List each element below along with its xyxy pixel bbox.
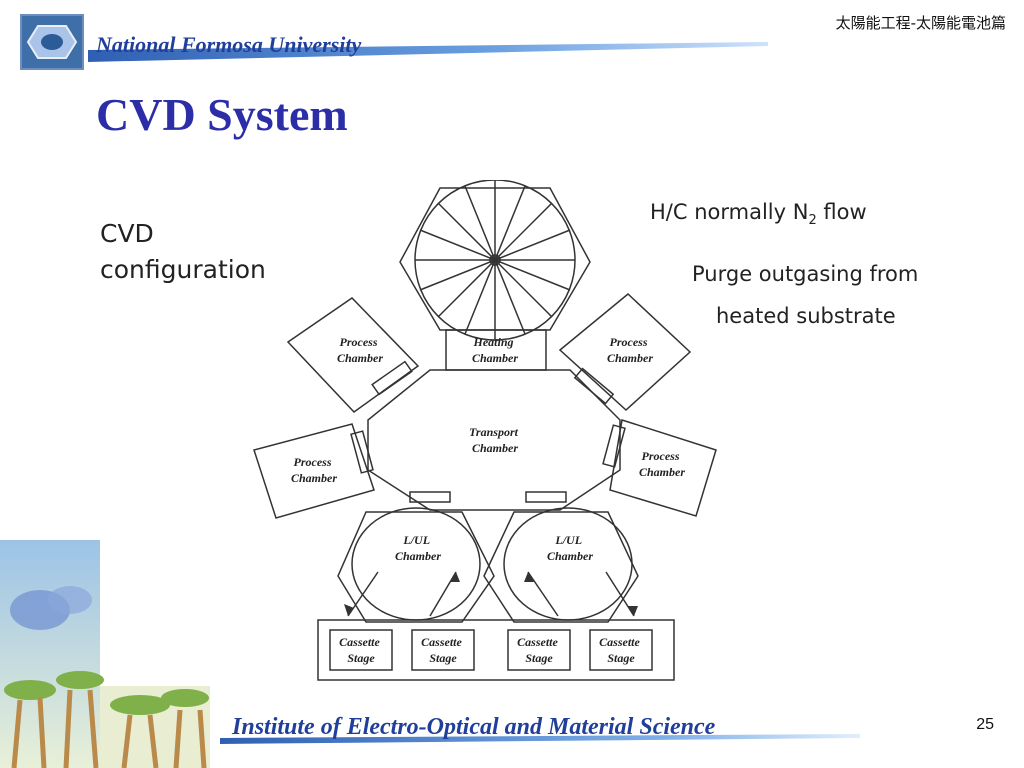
process-chamber-left xyxy=(253,423,375,519)
institute-name: Institute of Electro-Optical and Materia… xyxy=(232,714,716,740)
transport-chamber xyxy=(367,369,621,511)
palm-tree-decoration xyxy=(0,540,210,768)
svg-text:Cassette Stage: Cassette Stage xyxy=(599,635,643,665)
cassette-stage-4-label-1: Cassette xyxy=(599,635,640,649)
svg-text:Transport Chamber: Transport Chamber xyxy=(469,425,521,455)
note-purge-line2: heated substrate xyxy=(716,304,896,328)
svg-text:L/UL Chamber: L/UL Chamber xyxy=(547,533,593,563)
cvd-configuration-label: CVD configuration xyxy=(100,216,266,288)
cvd-configuration-diagram: Heating Chamber Transport Chamber Proces… xyxy=(253,180,717,681)
cassette-stage-1-label-1: Cassette xyxy=(339,635,380,649)
page-number: 25 xyxy=(976,716,994,733)
cassette-stage-3-label-2: Stage xyxy=(525,651,553,665)
process-chamber-tl-label-1: Process xyxy=(340,335,378,349)
lul-chamber-left-label-2: Chamber xyxy=(395,549,441,563)
transport-chamber-label-2: Chamber xyxy=(472,441,518,455)
heating-chamber-label-2: Chamber xyxy=(472,351,518,365)
transport-chamber-label-1: Transport xyxy=(469,425,519,439)
process-chamber-tr-label-2: Chamber xyxy=(607,351,653,365)
lul-chamber-right-label-2: Chamber xyxy=(547,549,593,563)
note-flow: H/C normally N2 flow xyxy=(650,200,867,228)
cvd-label-line2: configuration xyxy=(100,255,266,284)
process-chamber-tl-label-2: Chamber xyxy=(337,351,383,365)
cassette-stage-2-label-1: Cassette xyxy=(421,635,462,649)
lul-chamber-left xyxy=(351,507,481,621)
logo-emblem-icon xyxy=(26,25,78,59)
process-chamber-r-label-2: Chamber xyxy=(639,465,685,479)
process-chamber-top-left xyxy=(286,297,420,413)
cassette-stage-frame xyxy=(317,619,675,681)
note-purge-line1: Purge outgasing from xyxy=(692,262,919,286)
svg-text:Process Chamber: Process Chamber xyxy=(337,335,383,365)
lul-chamber-right xyxy=(503,507,633,621)
process-chamber-r-label-1: Process xyxy=(642,449,680,463)
course-title: 太陽能工程-太陽能電池篇 xyxy=(835,14,1006,32)
process-chamber-l-label-1: Process xyxy=(294,455,332,469)
svg-text:Cassette Stage: Cassette Stage xyxy=(517,635,561,665)
lul-chamber-left-label-1: L/UL xyxy=(402,533,429,547)
cassette-stage-2-label-2: Stage xyxy=(429,651,457,665)
svg-text:Process Chamber: Process Chamber xyxy=(291,455,337,485)
heating-chamber-hexagon xyxy=(399,187,591,331)
slide-title: CVD System xyxy=(96,89,348,140)
note-flow-subscript: 2 xyxy=(808,213,817,229)
note-flow-suffix: flow xyxy=(816,200,867,224)
process-chamber-l-label-2: Chamber xyxy=(291,471,337,485)
process-chamber-top-right xyxy=(558,293,692,412)
svg-text:Cassette Stage: Cassette Stage xyxy=(421,635,465,665)
cassette-stage-4-label-2: Stage xyxy=(607,651,635,665)
heating-chamber-label-1: Heating xyxy=(472,335,513,349)
svg-text:L/UL Chamber: L/UL Chamber xyxy=(395,533,441,563)
cassette-stage-1-label-2: Stage xyxy=(347,651,375,665)
svg-text:Cassette Stage: Cassette Stage xyxy=(339,635,383,665)
header-swoosh xyxy=(88,42,768,62)
cassette-stage-3-label-1: Cassette xyxy=(517,635,558,649)
svg-text:Heating Chamber: Heating Chamber xyxy=(472,335,518,365)
university-name: National Formosa University xyxy=(96,32,362,57)
lul-chamber-right-label-1: L/UL xyxy=(554,533,581,547)
svg-text:Process Chamber: Process Chamber xyxy=(639,449,685,479)
note-flow-prefix: H/C normally N xyxy=(650,200,809,224)
svg-text:Process Chamber: Process Chamber xyxy=(607,335,653,365)
university-logo xyxy=(20,14,84,70)
process-chamber-tr-label-1: Process xyxy=(610,335,648,349)
footer-swoosh xyxy=(220,734,860,744)
cvd-label-line1: CVD xyxy=(100,219,154,248)
